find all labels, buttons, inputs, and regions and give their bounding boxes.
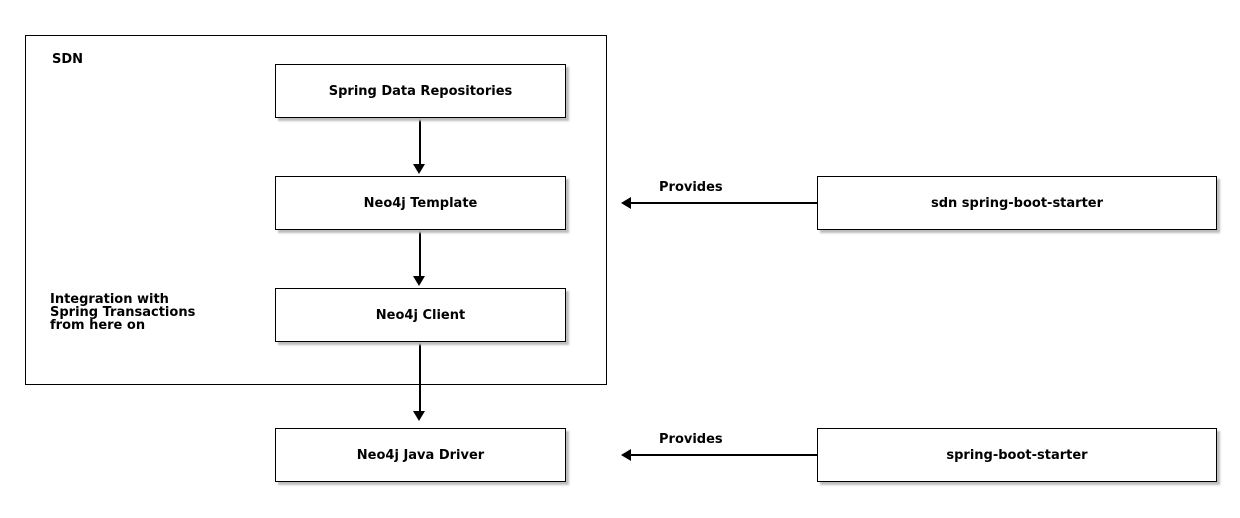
node-sdn-spring-boot-starter: sdn spring-boot-starter bbox=[817, 176, 1217, 230]
arrow-client-to-driver-head-icon bbox=[413, 411, 425, 421]
arrow-repositories-to-template-head-icon bbox=[413, 164, 425, 174]
node-spring-data-repositories: Spring Data Repositories bbox=[275, 64, 566, 118]
provides-label-driver: Provides bbox=[659, 432, 723, 447]
arrow-sdn-starter-to-template-line bbox=[631, 202, 817, 204]
node-neo4j-client: Neo4j Client bbox=[275, 288, 566, 342]
arrow-template-to-client-head-icon bbox=[413, 276, 425, 286]
node-spring-boot-starter: spring-boot-starter bbox=[817, 428, 1217, 482]
node-neo4j-template: Neo4j Template bbox=[275, 176, 566, 230]
arrow-repositories-to-template-line bbox=[419, 118, 421, 165]
arrow-boot-starter-to-driver-line bbox=[631, 454, 817, 456]
integration-note-line-2: Spring Transactions bbox=[50, 305, 196, 320]
arrow-sdn-starter-to-template-head-icon bbox=[621, 197, 631, 209]
sdn-group-label: SDN bbox=[52, 52, 84, 67]
arrow-template-to-client-line bbox=[419, 230, 421, 277]
arrow-client-to-driver-line bbox=[419, 342, 421, 412]
node-neo4j-java-driver: Neo4j Java Driver bbox=[275, 428, 566, 482]
arrow-boot-starter-to-driver-head-icon bbox=[621, 449, 631, 461]
integration-note-line-3: from here on bbox=[50, 318, 146, 333]
sdn-group-box bbox=[25, 35, 607, 385]
integration-note-line-1: Integration with bbox=[50, 292, 169, 307]
integration-note: Integration with Spring Transactions fro… bbox=[50, 293, 195, 332]
provides-label-template: Provides bbox=[659, 180, 723, 195]
